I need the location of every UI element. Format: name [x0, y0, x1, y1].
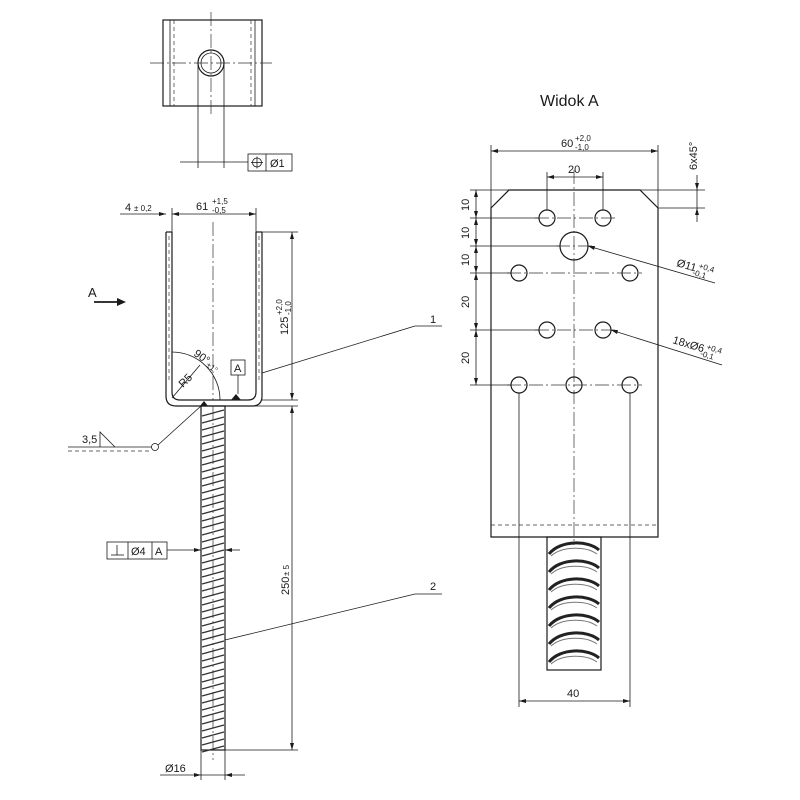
- view-arrow-icon: [94, 298, 126, 306]
- vert-dim-3: 10: [460, 254, 472, 266]
- weld-size: 3,5: [82, 434, 97, 446]
- small-holes-dim: 18xØ6+0,4-0,1: [670, 332, 724, 363]
- plate-width-tol-upper: +2,0: [575, 134, 591, 143]
- hole-spacing-top: 20: [568, 164, 580, 176]
- weld-all-around-icon: [151, 443, 159, 451]
- side-view: A 90°±1° R5 61 +1,5 -0,5 4 ± 0,2 125 +2,…: [68, 197, 442, 780]
- rod-diameter-dim: Ø16: [165, 763, 186, 775]
- view-a-title: Widok A: [540, 93, 599, 110]
- inner-width-tol-lower: -0,5: [212, 206, 226, 215]
- top-view: Ø1: [150, 12, 293, 172]
- view-a: Widok A 60: [460, 93, 724, 707]
- height-tol-upper: +2,0: [275, 299, 284, 315]
- rebar-coil: [546, 536, 602, 671]
- wall-thickness-dim: 4: [125, 202, 131, 214]
- chamfer-dim: 6x45°: [688, 142, 700, 170]
- plate-outline: [490, 189, 659, 538]
- height-tol-lower: -1,0: [284, 301, 293, 315]
- vertical-dimensions: 10 10 10 20 20: [460, 189, 560, 386]
- inner-width-dim: 61: [196, 201, 208, 213]
- datum-a-label: A: [234, 363, 242, 375]
- view-arrow-label: A: [88, 285, 97, 300]
- weld-symbol: 3,5: [68, 405, 202, 452]
- large-hole-dim: Ø11+0,4-0,1: [674, 255, 716, 282]
- perpendicularity-frame: Ø4 A: [106, 541, 240, 560]
- callout-1: 1: [430, 314, 436, 326]
- u-bracket-inner: [171, 232, 257, 401]
- position-tolerance-value: Ø1: [270, 158, 285, 170]
- inner-width-tol-upper: +1,5: [212, 197, 228, 206]
- rod-length-dim: 250: [280, 577, 292, 595]
- position-tolerance-frame: Ø1: [247, 153, 293, 172]
- perpendicularity-datum: A: [155, 546, 163, 558]
- small-holes: [510, 209, 639, 394]
- wall-thickness-tol: ± 0,2: [134, 204, 152, 213]
- plate-width-tol-lower: -1,0: [575, 143, 589, 152]
- callout-2: 2: [430, 581, 436, 593]
- vert-dim-2: 10: [460, 227, 472, 239]
- vert-dim-1: 10: [460, 199, 472, 211]
- height-dim: 125: [279, 317, 291, 335]
- perpendicularity-value: Ø4: [131, 546, 146, 558]
- weld-mark: [231, 394, 241, 400]
- perpendicularity-symbol-icon: [111, 545, 124, 556]
- rod-length-tol: ± 5: [282, 564, 291, 576]
- vert-dim-4: 20: [460, 296, 472, 308]
- angle-arc: [171, 351, 221, 401]
- plate-width-dim: 60: [561, 138, 573, 150]
- rod-spacing-dim: 40: [567, 688, 579, 700]
- vert-dim-5: 20: [460, 352, 472, 364]
